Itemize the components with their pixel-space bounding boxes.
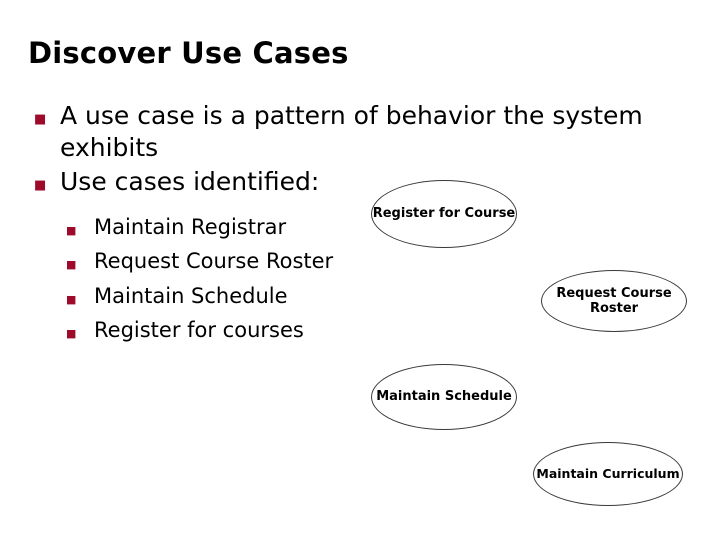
bullet-text: A use case is a pattern of behavior the … <box>60 101 643 162</box>
bullet-marker-icon: ■ <box>34 112 47 127</box>
list-item: ■ Maintain Schedule <box>66 283 648 310</box>
sub-bullet-text: Register for courses <box>94 317 304 342</box>
sub-bullet-text: Request Course Roster <box>94 249 334 274</box>
bullet-marker-icon: ■ <box>66 326 77 340</box>
sub-bullet-text: Maintain Registrar <box>94 215 287 239</box>
bullet-marker-icon: ■ <box>66 292 77 306</box>
use-case-ellipse-maintain-schedule: Maintain Schedule <box>371 364 517 430</box>
bullet-list: ■ A use case is a pattern of behavior th… <box>28 100 648 351</box>
use-case-ellipse-maintain-curriculum: Maintain Curriculum <box>533 442 683 506</box>
sub-bullet-list: ■ Maintain Registrar ■ Request Course Ro… <box>66 214 648 344</box>
bullet-text: Use cases identified: <box>60 167 320 196</box>
list-item: ■ Register for courses <box>66 317 648 344</box>
bullet-marker-icon: ■ <box>34 178 47 193</box>
list-item: ■ Use cases identified: <box>28 166 648 198</box>
page-title: Discover Use Cases <box>28 36 349 70</box>
sub-bullet-text: Maintain Schedule <box>94 283 288 308</box>
bullet-marker-icon: ■ <box>66 224 77 237</box>
list-item: ■ Request Course Roster <box>66 248 648 275</box>
bullet-marker-icon: ■ <box>66 258 77 272</box>
list-item: ■ A use case is a pattern of behavior th… <box>28 100 648 164</box>
list-item: ■ Maintain Registrar <box>66 214 648 241</box>
